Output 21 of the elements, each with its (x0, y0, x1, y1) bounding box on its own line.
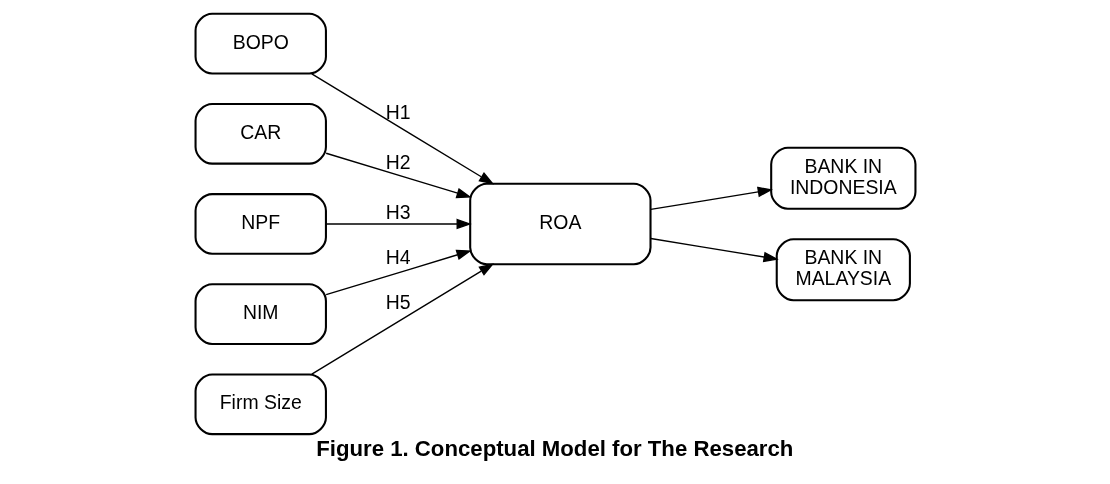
node-box: NIM (194, 283, 327, 345)
arrow (649, 186, 773, 211)
node-box: Firm Size (194, 373, 327, 436)
edge-label: H2 (385, 150, 410, 173)
edge-label: H4 (385, 246, 410, 269)
node-box: ROA (468, 182, 652, 266)
arrow (310, 263, 494, 375)
node-box: NPF (194, 193, 327, 255)
node-box: BANK IN MALAYSIA (775, 238, 911, 302)
node-box: CAR (194, 102, 327, 165)
caption: Figure 1. Conceptual Model for The Research (315, 436, 793, 462)
arrow (649, 237, 779, 263)
edge-label: H5 (385, 290, 410, 313)
edge-label: H3 (385, 200, 410, 223)
edge-label: H1 (385, 100, 410, 123)
arrow (324, 249, 472, 296)
node-box: BOPO (194, 12, 327, 75)
arrow (310, 73, 494, 185)
arrow (324, 218, 472, 230)
arrow (324, 152, 472, 199)
node-box: BANK IN INDONESIA (769, 146, 916, 210)
